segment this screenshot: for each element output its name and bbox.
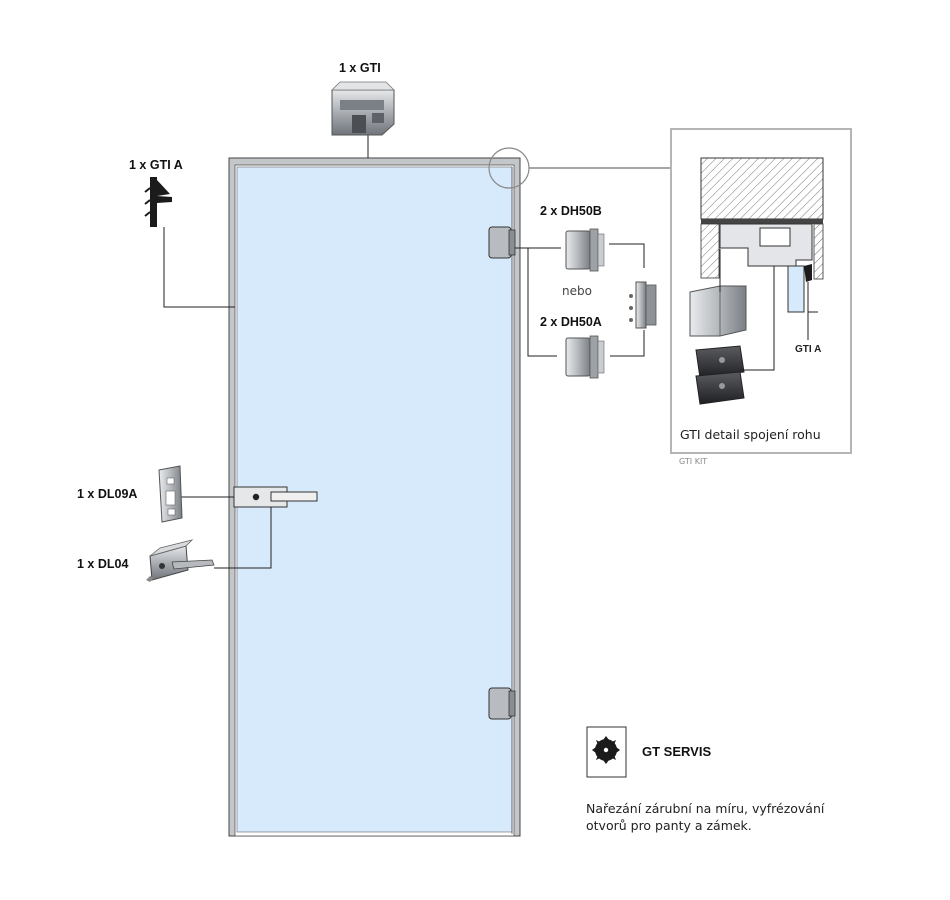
detail-part-label: GTI A xyxy=(795,344,822,355)
corner-detail-box xyxy=(670,128,852,454)
servis-title: GT SERVIS xyxy=(642,744,712,759)
label-gti-a: 1 x GTI A xyxy=(129,158,183,172)
hinge-top xyxy=(488,226,516,259)
dh50b-hinge-image xyxy=(565,228,605,272)
servis-line-2: otvorů pro panty a zámek. xyxy=(586,818,752,833)
hinge-bottom xyxy=(488,687,516,720)
label-dl09a: 1 x DL09A xyxy=(77,487,138,501)
label-nebo: nebo xyxy=(562,284,592,298)
label-dh50b: 2 x DH50B xyxy=(540,204,602,218)
dl04-lock-image xyxy=(146,539,215,582)
dh50a-hinge-image xyxy=(565,335,605,379)
saw-blade-icon xyxy=(586,726,627,778)
door-frame xyxy=(228,157,521,837)
detail-kit-label: GTI KIT xyxy=(679,457,708,466)
label-dl04: 1 x DL04 xyxy=(77,557,129,571)
detail-caption: GTI detail spojení rohu xyxy=(680,427,821,442)
gti-profile-image xyxy=(331,81,395,136)
servis-description: Nařezání zárubní na míru, vyfrézování ot… xyxy=(586,800,886,834)
dl09a-strike-plate-image xyxy=(158,465,183,523)
label-gti: 1 x GTI xyxy=(339,61,381,75)
lock-on-door xyxy=(233,486,318,508)
gti-a-profile-image xyxy=(144,177,172,227)
servis-line-1: Nařezání zárubní na míru, vyfrézování xyxy=(586,801,825,816)
label-dh50a: 2 x DH50A xyxy=(540,315,602,329)
frame-hinge-image xyxy=(629,281,657,329)
leader-lines xyxy=(163,133,645,569)
